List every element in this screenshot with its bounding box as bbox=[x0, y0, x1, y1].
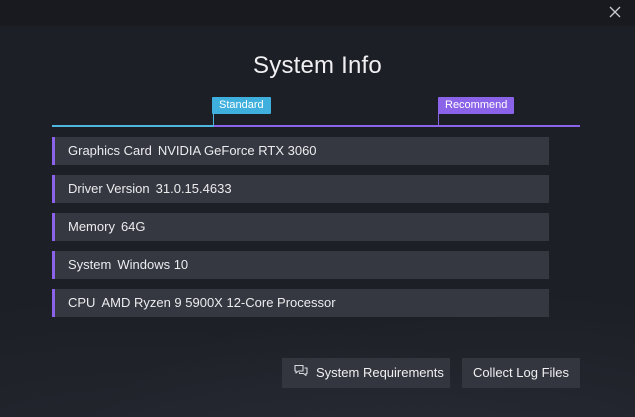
page-title: System Info bbox=[253, 52, 382, 79]
spec-value: 31.0.15.4633 bbox=[155, 181, 232, 196]
recommend-marker bbox=[438, 113, 439, 125]
chat-bubbles-icon bbox=[294, 358, 308, 388]
spec-value: 64G bbox=[120, 219, 146, 234]
close-button[interactable] bbox=[605, 2, 625, 22]
recommend-level-bar bbox=[214, 125, 580, 127]
close-icon bbox=[609, 6, 621, 18]
system-requirements-button[interactable]: System Requirements bbox=[282, 358, 450, 388]
standard-marker bbox=[213, 113, 214, 125]
spec-value: NVIDIA GeForce RTX 3060 bbox=[157, 143, 317, 158]
spec-row-cpu: CPU AMD Ryzen 9 5900X 12-Core Processor bbox=[52, 289, 549, 317]
spec-label: CPU bbox=[68, 295, 96, 310]
collect-log-files-button[interactable]: Collect Log Files bbox=[462, 358, 580, 388]
spec-row-memory: Memory 64G bbox=[52, 213, 549, 241]
spec-value: Windows 10 bbox=[117, 257, 189, 272]
system-requirements-label: System Requirements bbox=[316, 365, 444, 380]
spec-label: Driver Version bbox=[68, 181, 150, 196]
spec-row-system: System Windows 10 bbox=[52, 251, 549, 279]
spec-label: Graphics Card bbox=[68, 143, 152, 158]
standard-level-bar bbox=[52, 125, 214, 127]
spec-label: Memory bbox=[68, 219, 115, 234]
system-spec-list: Graphics Card NVIDIA GeForce RTX 3060 Dri… bbox=[52, 137, 549, 327]
spec-value: AMD Ryzen 9 5900X 12-Core Processor bbox=[101, 295, 336, 310]
recommend-level-tag: Recommend bbox=[438, 97, 515, 114]
spec-row-graphics-card: Graphics Card NVIDIA GeForce RTX 3060 bbox=[52, 137, 549, 165]
spec-row-driver-version: Driver Version 31.0.15.4633 bbox=[52, 175, 549, 203]
spec-label: System bbox=[68, 257, 112, 272]
title-bar bbox=[0, 0, 635, 26]
standard-level-tag: Standard bbox=[212, 97, 271, 114]
